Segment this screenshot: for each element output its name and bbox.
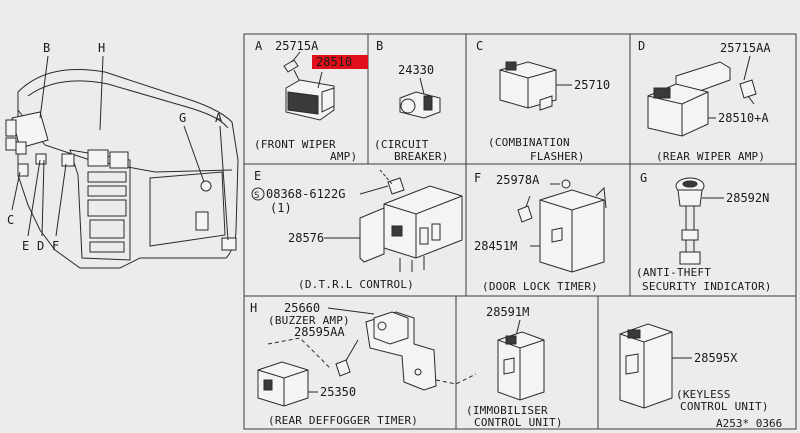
section-d-part-25715aa: 25715AA	[720, 41, 771, 55]
section-e-caption-1: (D.T.R.L CONTROL)	[298, 278, 414, 291]
section-c: C 25710 (COMBINATION FLASHER)	[476, 39, 610, 163]
section-h-part-28595aa: 28595AA	[294, 325, 345, 339]
section-g-caption-1: (ANTI-THEFT	[636, 266, 711, 279]
section-e-part-28576: 28576	[288, 231, 324, 245]
section-h: H 25660 (BUZZER AMP) 28595AA 25350 (REAR…	[250, 301, 769, 429]
section-f-part-25978a: 25978A	[496, 173, 540, 187]
overview-label-f: F	[52, 239, 59, 253]
bolt-symbol-glyph: S	[254, 191, 259, 201]
section-c-caption-1: (COMBINATION	[488, 136, 570, 149]
section-a-part-28510: 28510	[316, 55, 352, 69]
section-d-part-28510a: 28510+A	[718, 111, 769, 125]
section-b-caption-1: (CIRCUIT	[374, 138, 429, 151]
section-h-caption-1: (REAR DEFFOGGER TIMER)	[268, 414, 418, 427]
section-h-letter: H	[250, 301, 257, 315]
section-c-part-25710: 25710	[574, 78, 610, 92]
section-e: E S 08368-6122G (1) 28576 (D.T.R.L CONTR…	[251, 169, 463, 291]
section-h-part-28591m: 28591M	[486, 305, 529, 319]
bolt-symbol-icon	[251, 187, 265, 201]
section-h-caption-key-2: CONTROL UNIT)	[680, 400, 769, 413]
section-h-caption-buzzer: (BUZZER AMP)	[268, 314, 350, 327]
overview-label-h: H	[98, 41, 105, 55]
section-f-letter: F	[474, 171, 481, 185]
part-highlight	[312, 55, 368, 69]
section-h-part-25660: 25660	[284, 301, 320, 315]
section-h-part-28595x: 28595X	[694, 351, 738, 365]
section-c-letter: C	[476, 39, 483, 53]
section-h-part-25350: 25350	[320, 385, 356, 399]
section-d: D 25715AA 28510+A (REAR WIPER AMP)	[638, 39, 771, 163]
section-e-letter: E	[254, 169, 261, 183]
section-e-bolt: 08368-6122G	[266, 187, 345, 201]
section-g-letter: G	[640, 171, 647, 185]
section-a-letter: A	[255, 39, 263, 53]
section-g: G 28592N (ANTI-THEFT SECURITY INDICATOR)	[636, 171, 772, 293]
section-a-caption-1: (FRONT WIPER	[254, 138, 336, 151]
section-b: B 24330 (CIRCUIT BREAKER)	[374, 39, 449, 163]
section-g-caption-2: SECURITY INDICATOR)	[642, 280, 772, 293]
overview-label-d: D	[37, 239, 44, 253]
section-f-caption-1: (DOOR LOCK TIMER)	[482, 280, 598, 293]
section-f-part-28451m: 28451M	[474, 239, 517, 253]
overview-label-g: G	[179, 111, 186, 125]
section-d-letter: D	[638, 39, 645, 53]
section-f: F 25978A 28451M (DOOR LOCK TIMER)	[474, 171, 607, 293]
section-c-caption-2: FLASHER)	[530, 150, 585, 163]
overview-label-a: A	[215, 111, 223, 125]
section-a-caption-2: AMP)	[330, 150, 357, 163]
section-b-letter: B	[376, 39, 383, 53]
section-a-part-25715a: 25715A	[275, 39, 319, 53]
overview-label-e: E	[22, 239, 29, 253]
section-h-caption-imm-2: CONTROL UNIT)	[474, 416, 563, 429]
section-b-part-24330: 24330	[398, 63, 434, 77]
section-d-caption-1: (REAR WIPER AMP)	[656, 150, 765, 163]
section-b-caption-2: BREAKER)	[394, 150, 449, 163]
dashboard-overview: B H G A C E D F	[5, 41, 239, 269]
overview-label-b: B	[43, 41, 50, 55]
diagram-ref-code: A253* 0366	[716, 417, 782, 430]
section-e-bolt-qty: (1)	[270, 201, 292, 215]
section-h-caption-key-1: (KEYLESS	[676, 388, 731, 401]
section-h-caption-imm-1: (IMMOBILISER	[466, 404, 548, 417]
section-g-part-28592n: 28592N	[726, 191, 769, 205]
overview-label-c: C	[7, 213, 14, 227]
section-a: A 25715A 28510 (FRONT WIPER AMP)	[254, 39, 368, 163]
